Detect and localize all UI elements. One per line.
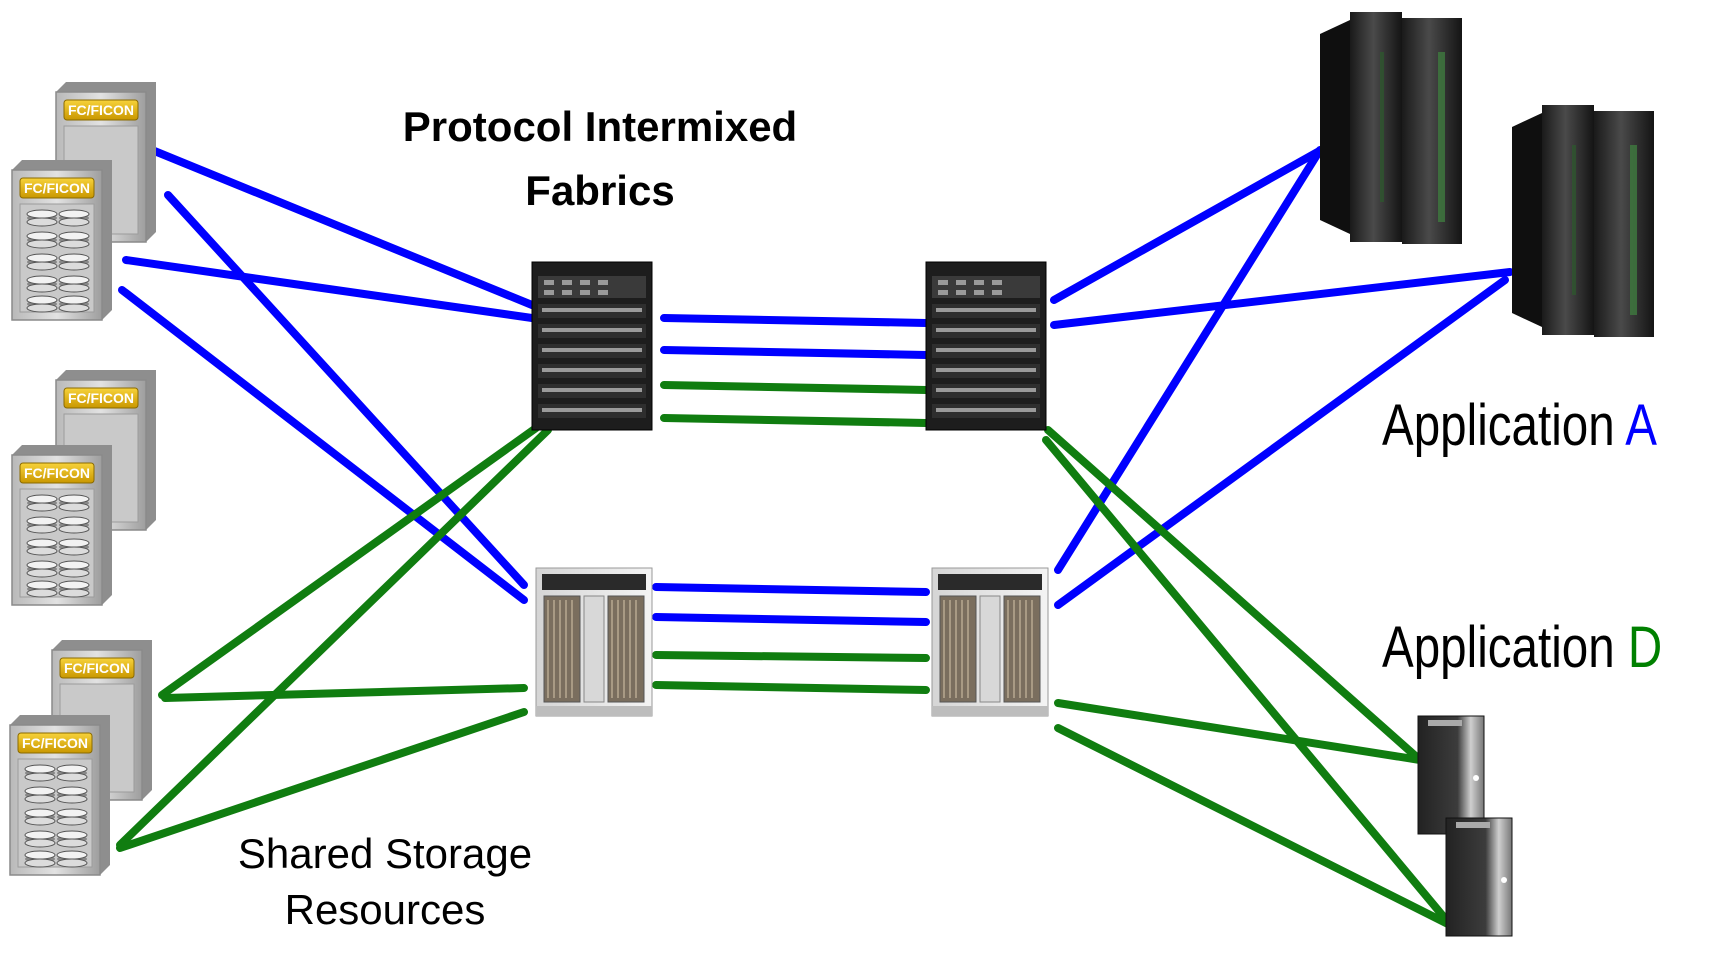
application-a-prefix: Application bbox=[1382, 393, 1626, 458]
storage-badge-label: FC/FICON bbox=[68, 390, 134, 406]
mainframe-1 bbox=[1320, 12, 1462, 244]
title-line-1: Protocol Intermixed bbox=[402, 103, 798, 150]
director-bottom-right bbox=[931, 567, 1049, 717]
title-line-2: Fabrics bbox=[525, 167, 675, 214]
storage-badge-label: FC/FICON bbox=[24, 465, 90, 481]
storage-badge-label: FC/FICON bbox=[68, 102, 134, 118]
storage-array-1: FC/FICON FC/FICON bbox=[11, 81, 157, 321]
switch-top-right bbox=[925, 261, 1047, 431]
fabric-links bbox=[116, 141, 1514, 928]
storage-badge-label: FC/FICON bbox=[64, 660, 130, 676]
application-a-letter: A bbox=[1625, 393, 1657, 458]
application-a-links bbox=[118, 141, 1514, 626]
server-2 bbox=[1445, 817, 1513, 937]
server-1 bbox=[1417, 715, 1485, 835]
storage-array-2: FC/FICON FC/FICON bbox=[11, 369, 157, 606]
application-d-letter: D bbox=[1627, 615, 1663, 680]
storage-badge-label: FC/FICON bbox=[22, 735, 88, 751]
application-d-links bbox=[116, 381, 1452, 928]
storage-label-line-2: Resources bbox=[284, 886, 486, 933]
director-bottom-left bbox=[535, 567, 653, 717]
storage-array-3: FC/FICON FC/FICON bbox=[9, 639, 153, 876]
shared-storage-label: Shared Storage Resources bbox=[180, 826, 590, 938]
application-d-prefix: Application bbox=[1382, 615, 1628, 680]
diagram-title: Protocol Intermixed Fabrics bbox=[340, 95, 860, 223]
application-a-label: Application A bbox=[1382, 392, 1657, 459]
application-d-label: Application D bbox=[1382, 614, 1662, 681]
storage-label-line-1: Shared Storage bbox=[237, 830, 533, 877]
mainframe-2 bbox=[1512, 105, 1654, 337]
switch-top-left bbox=[531, 261, 653, 431]
storage-badge-label: FC/FICON bbox=[24, 180, 90, 196]
